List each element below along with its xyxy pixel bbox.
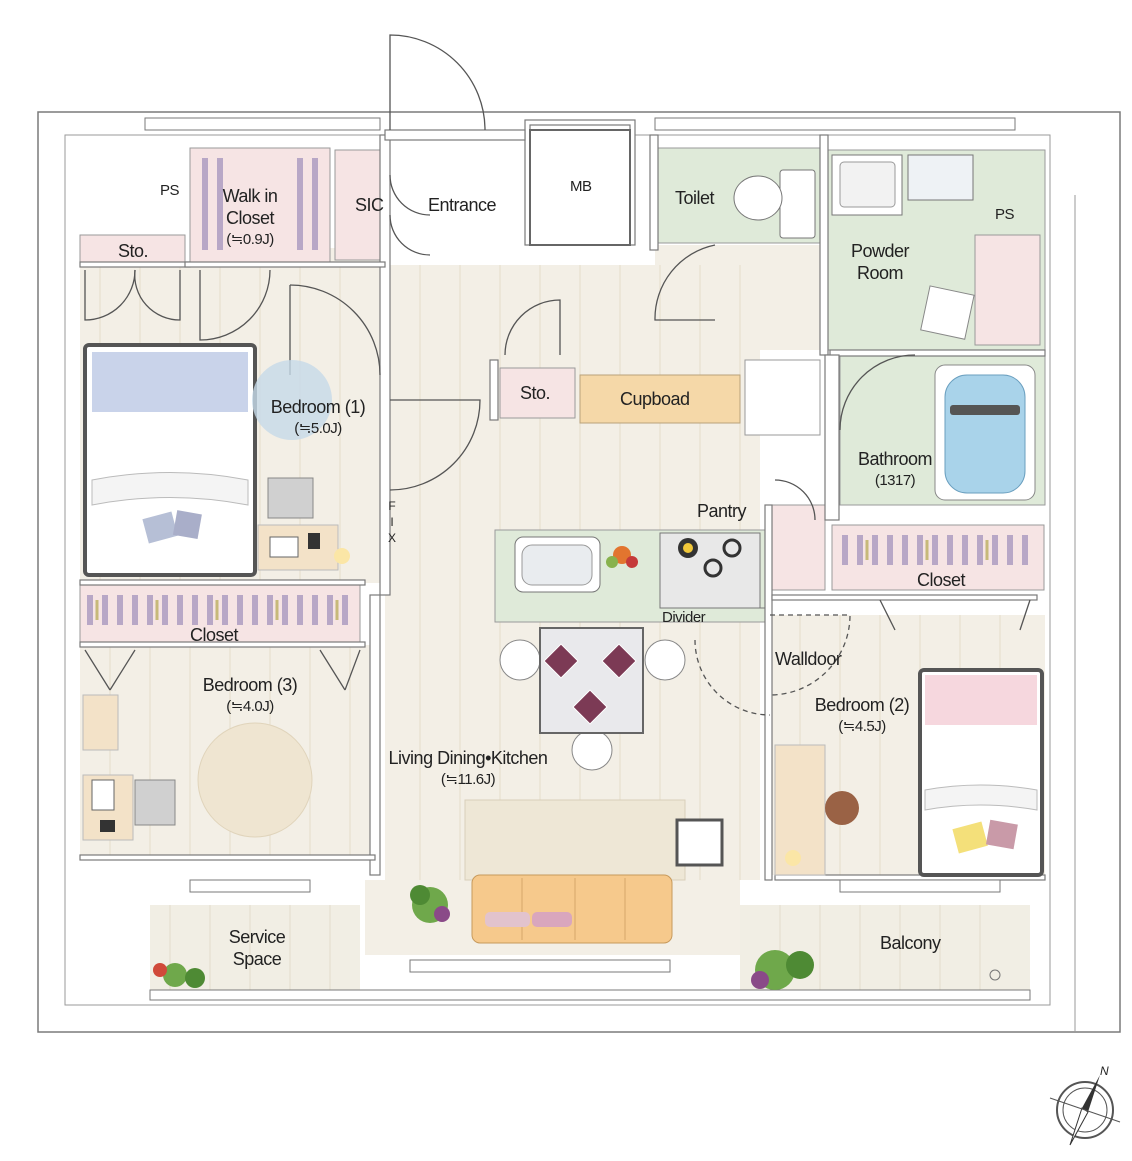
dining-set — [499, 627, 686, 771]
compass-north-label: N — [1100, 1064, 1109, 1078]
walldoor-label: Walldoor — [775, 649, 842, 669]
doors — [84, 34, 1031, 716]
windows — [144, 117, 1031, 1001]
sto-left-box — [79, 234, 186, 266]
bathtub — [934, 364, 1036, 501]
pantry-label: Pantry — [697, 501, 747, 521]
powder-room-line2: Room — [856, 263, 904, 283]
bed-2 — [774, 668, 1044, 877]
hanging-clothes-accent — [95, 540, 989, 620]
bathroom-name: Bathroom — [857, 449, 933, 469]
mb-label: MB — [570, 178, 592, 195]
kitchen — [514, 532, 765, 609]
compass-rose — [1049, 1075, 1121, 1146]
closet-left-label: Closet — [190, 625, 239, 645]
fix-letter-i: I — [390, 515, 394, 529]
bathroom-size: (1317) — [874, 472, 916, 489]
sto-center-box — [499, 367, 576, 419]
desk-1 — [257, 477, 350, 571]
bedroom3-name: Bedroom (3) — [202, 675, 298, 695]
fix-letter-f: F — [388, 499, 396, 513]
closet-right-label: Closet — [917, 570, 966, 590]
ldk-name: Living Dining•Kitchen — [388, 748, 548, 768]
living-furniture — [464, 799, 724, 944]
bedroom2-area: (≒4.5J) — [838, 718, 886, 735]
service-space-line1: Service — [228, 927, 286, 947]
ps-right-label: PS — [995, 206, 1015, 223]
divider-label: Divider — [662, 609, 706, 626]
walk-in-closet-area: (≒0.9J) — [226, 231, 274, 248]
ldk-area: (≒11.6J) — [440, 771, 496, 788]
toilet-label: Toilet — [675, 188, 715, 208]
walk-in-closet-floor — [189, 147, 331, 264]
balcony-label: Balcony — [880, 933, 941, 953]
bedroom2-name: Bedroom (2) — [814, 695, 910, 715]
ps-left-label: PS — [160, 182, 180, 199]
powder-fixtures — [831, 154, 1041, 346]
bedroom3-area: (≒4.0J) — [226, 698, 274, 715]
bedroom1-name: Bedroom (1) — [270, 397, 366, 417]
service-space-line2: Space — [232, 949, 282, 969]
sic-floor — [334, 149, 381, 261]
mb-box — [529, 129, 631, 246]
powder-room-line1: Powder — [850, 241, 910, 261]
toilet-fixture — [733, 169, 816, 239]
cupboard-label: Cupboad — [620, 389, 690, 409]
washer-box — [744, 359, 821, 436]
walk-in-closet-line2: Closet — [225, 208, 275, 228]
pantry-floor — [769, 504, 826, 591]
sto-center-label: Sto. — [520, 383, 551, 403]
entrance-label: Entrance — [428, 195, 497, 215]
plants — [153, 885, 1001, 990]
hanging-clothes — [87, 158, 1028, 625]
bedroom3-furniture — [82, 694, 313, 841]
bed-1 — [83, 343, 332, 577]
bedroom1-area: (≒5.0J) — [294, 420, 342, 437]
sic-label: SIC — [355, 195, 384, 215]
walk-in-closet-line1: Walk in — [222, 186, 278, 206]
cupboard-box — [579, 374, 741, 424]
hall-floor — [655, 245, 820, 350]
fix-letter-x: X — [388, 531, 397, 545]
sto-left-label: Sto. — [118, 241, 149, 261]
fix-label: F I X — [388, 498, 396, 546]
